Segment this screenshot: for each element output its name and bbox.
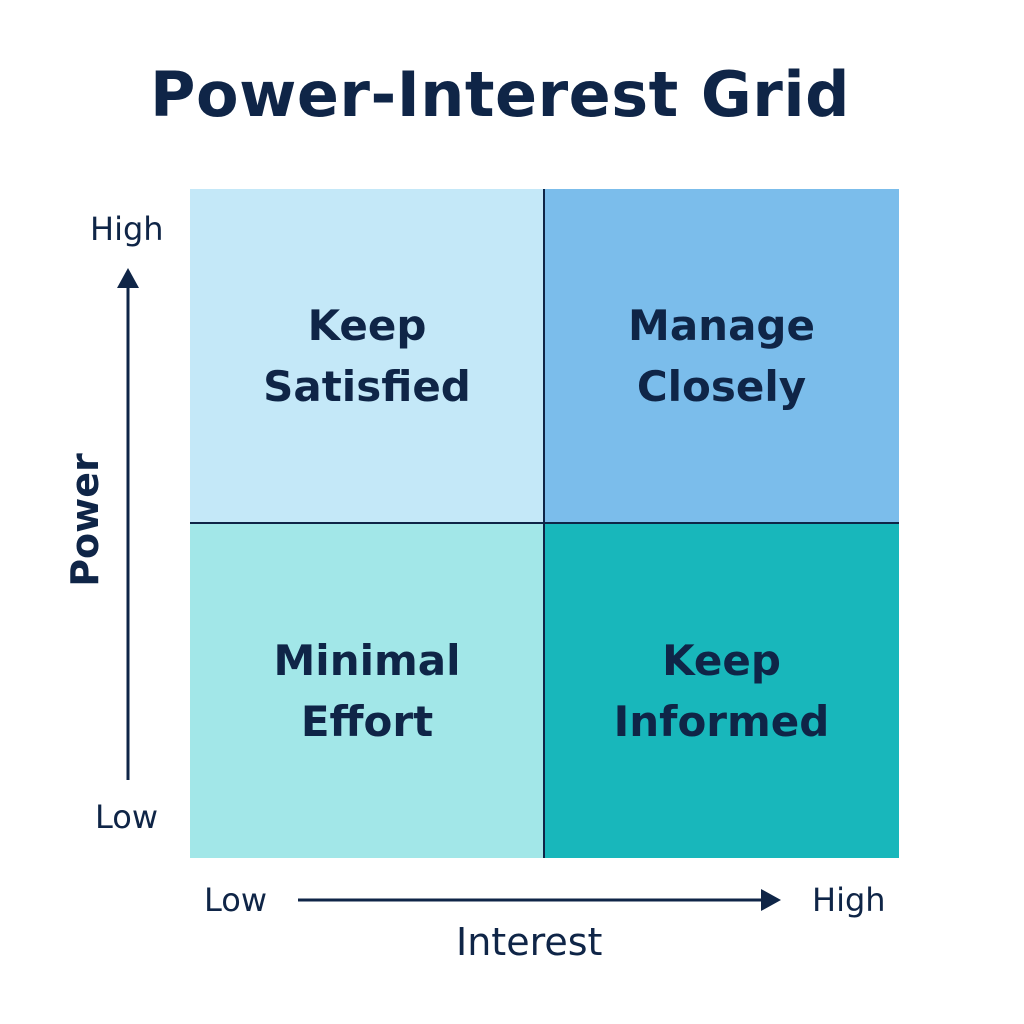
y-axis-low-label: Low [95,798,159,836]
quadrant-manage-closely: Manage Closely [544,189,899,523]
quadrant-label-line1: Manage [628,301,815,350]
quadrant-label-line1: Keep [662,635,781,685]
quadrant-label: Minimal Effort [274,630,461,752]
quadrant-label: Keep Informed [614,630,830,752]
quadrant-label-line1: Keep [307,301,427,350]
power-interest-grid: Keep Satisfied Manage Closely Minimal Ef… [190,189,899,858]
horizontal-divider [190,522,899,524]
x-axis-low-label: Low [204,881,268,919]
quadrant-label: Keep Satisfied [263,295,471,417]
y-axis-high-label: High [90,210,164,248]
quadrant-label: Manage Closely [628,295,815,417]
quadrant-label-line2: Closely [636,362,807,411]
quadrant-keep-satisfied: Keep Satisfied [190,189,544,523]
y-axis-title: Power [63,453,107,587]
x-axis-arrow [298,889,781,911]
x-axis-high-label: High [812,881,886,919]
quadrant-minimal-effort: Minimal Effort [190,523,544,858]
quadrant-label-line2: Satisfied [263,362,471,411]
x-axis-title: Interest [456,920,603,964]
quadrant-label-line1: Minimal [273,635,461,685]
quadrant-label-line2: Informed [613,696,830,746]
quadrant-keep-informed: Keep Informed [544,523,899,858]
page-title: Power-Interest Grid [150,58,850,131]
y-axis-arrow [117,268,139,780]
quadrant-label-line2: Effort [300,696,434,746]
